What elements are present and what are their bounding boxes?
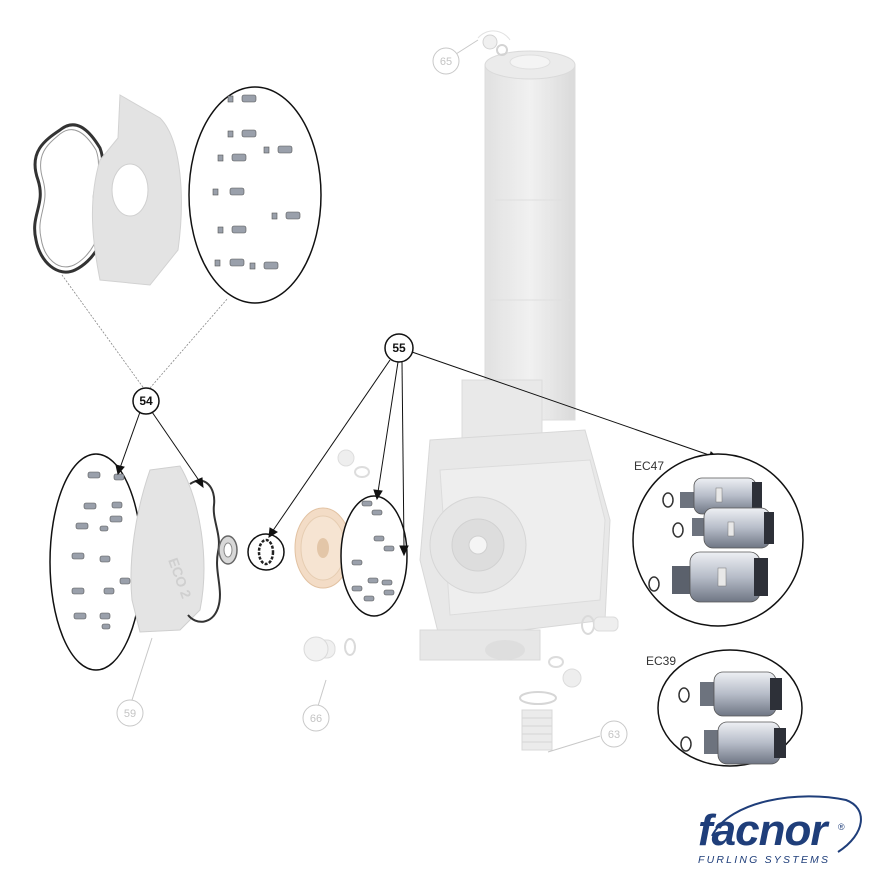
callout-66: 66	[302, 704, 330, 732]
svg-text:65: 65	[440, 56, 452, 68]
ec47-motor-1	[662, 477, 762, 515]
logo-tagline: FURLING SYSTEMS	[698, 854, 830, 866]
side-gasket	[187, 479, 221, 623]
furler-drum-assembly	[303, 30, 619, 751]
svg-text:59: 59	[124, 708, 136, 720]
ec39-motor-1	[678, 671, 782, 717]
svg-text:55: 55	[392, 341, 406, 355]
motor-variant-ec39: EC39	[646, 649, 803, 767]
ec39-motor-2	[680, 721, 786, 765]
callout-leaders	[115, 351, 720, 557]
svg-text:63: 63	[608, 729, 620, 741]
callout-59: 59	[116, 699, 144, 727]
side-cover-plate: ECO 2	[130, 465, 205, 633]
svg-text:66: 66	[310, 713, 322, 725]
callout-63: 63	[600, 720, 628, 748]
ec47-motor-2	[672, 507, 774, 549]
top-cover-plate	[91, 94, 182, 286]
callout-54: 54	[132, 387, 160, 415]
bearing-ring	[218, 535, 238, 565]
top-screws-group	[188, 86, 322, 304]
facnor-logo: facnor ® FURLING SYSTEMS	[698, 795, 862, 866]
top-gasket	[33, 123, 105, 274]
ec39-label: EC39	[646, 654, 676, 668]
ec47-motor-3	[648, 551, 768, 603]
motor-variant-ec47: EC47	[632, 453, 804, 627]
circlip	[247, 533, 285, 571]
leader-lines-54-top	[61, 274, 229, 391]
drive-gear	[294, 507, 352, 589]
logo-name: facnor	[698, 806, 830, 855]
callout-55: 55	[384, 333, 414, 363]
svg-text:54: 54	[139, 394, 153, 408]
callout-65: 65	[432, 47, 460, 75]
ec47-label: EC47	[634, 459, 664, 473]
logo-registered: ®	[838, 822, 845, 832]
middle-screws-group	[340, 495, 408, 617]
ghost-leaders	[131, 39, 601, 753]
left-screws-group	[49, 453, 143, 671]
